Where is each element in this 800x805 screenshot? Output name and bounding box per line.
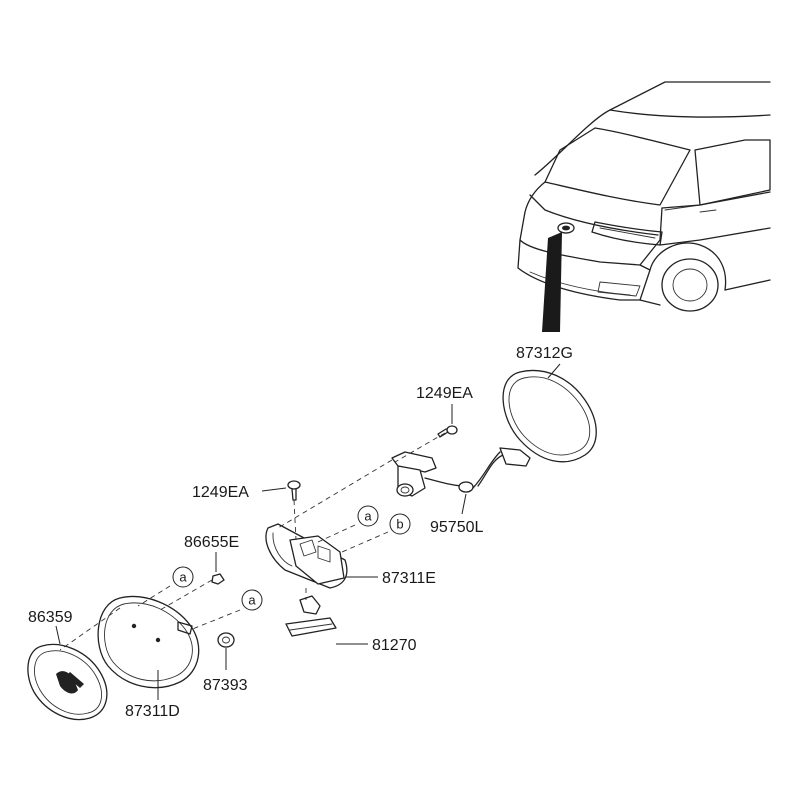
marker-a-garnish-lower: a (241, 589, 263, 611)
camera-assy-part (391, 447, 531, 515)
label-87311D: 87311D (125, 703, 180, 720)
svg-text:a: a (179, 570, 187, 585)
emblem-part (27, 625, 108, 721)
screw-lower-part (261, 480, 301, 501)
label-86359: 86359 (28, 609, 73, 626)
nut-part (211, 552, 225, 585)
marker-a-handle: a (357, 505, 379, 527)
svg-text:a: a (248, 593, 256, 608)
garnish-gasket-part (502, 363, 597, 463)
label-87311E: 87311E (382, 570, 436, 587)
marker-b-handle: b (389, 513, 411, 535)
garnish-part (97, 595, 200, 700)
svg-text:b: b (396, 517, 403, 532)
callout-pointer (542, 232, 562, 332)
label-87312G: 87312G (516, 345, 573, 362)
label-81270: 81270 (372, 637, 417, 654)
label-95750L: 95750L (430, 519, 483, 536)
clip-part (217, 632, 235, 670)
label-87393: 87393 (203, 677, 248, 694)
handle-assy-part (265, 523, 378, 589)
car-illustration (517, 81, 771, 332)
label-1249EA-upper: 1249EA (416, 385, 473, 402)
label-1249EA-lower: 1249EA (192, 484, 249, 501)
svg-text:a: a (364, 509, 372, 524)
marker-a-garnish-upper: a (172, 566, 194, 588)
assembly-lines (59, 432, 446, 651)
plate-lamp-part (285, 595, 368, 645)
screw-upper-part (437, 404, 458, 438)
label-86655E: 86655E (184, 534, 239, 551)
